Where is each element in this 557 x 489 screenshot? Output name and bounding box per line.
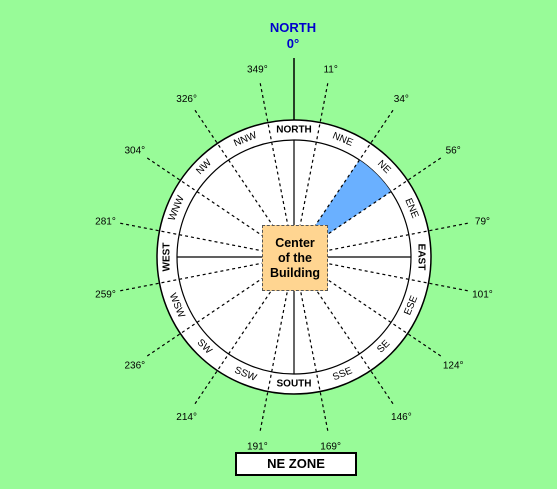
degree-label-191: 191° — [247, 441, 268, 452]
north-title: NORTH 0° — [233, 20, 353, 52]
degree-label-34: 34° — [394, 94, 409, 105]
degree-label-11: 11° — [323, 65, 337, 76]
center-label-line-1: Center — [275, 235, 315, 250]
center-label-line-2: of the — [277, 250, 313, 265]
zone-caption: NE ZONE — [235, 452, 357, 476]
degree-label-169: 169° — [320, 441, 341, 452]
degree-label-349: 349° — [247, 65, 268, 76]
degree-label-101: 101° — [472, 290, 493, 301]
center-label-line-3: Building — [270, 265, 320, 280]
degree-label-214: 214° — [176, 412, 197, 423]
north-label: NORTH — [269, 20, 317, 35]
degree-label-326: 326° — [176, 94, 197, 105]
degree-label-146: 146° — [391, 412, 412, 423]
zone-label-south: SOUTH — [277, 379, 312, 390]
zone-label-north: NORTH — [276, 125, 312, 136]
zone-label-east: EAST — [416, 244, 427, 271]
degree-label-124: 124° — [443, 360, 464, 371]
north-degree: 0° — [286, 36, 300, 51]
degree-label-79: 79° — [475, 216, 490, 227]
degree-label-56: 56° — [446, 146, 461, 157]
zone-label-west: WEST — [162, 243, 173, 272]
zone-caption-label: NE ZONE — [267, 456, 325, 471]
degree-label-281: 281° — [95, 216, 116, 227]
degree-label-304: 304° — [124, 146, 145, 157]
degree-label-236: 236° — [124, 360, 145, 371]
degree-label-259: 259° — [95, 290, 116, 301]
center-of-building-box: Center of the Building — [262, 225, 328, 291]
